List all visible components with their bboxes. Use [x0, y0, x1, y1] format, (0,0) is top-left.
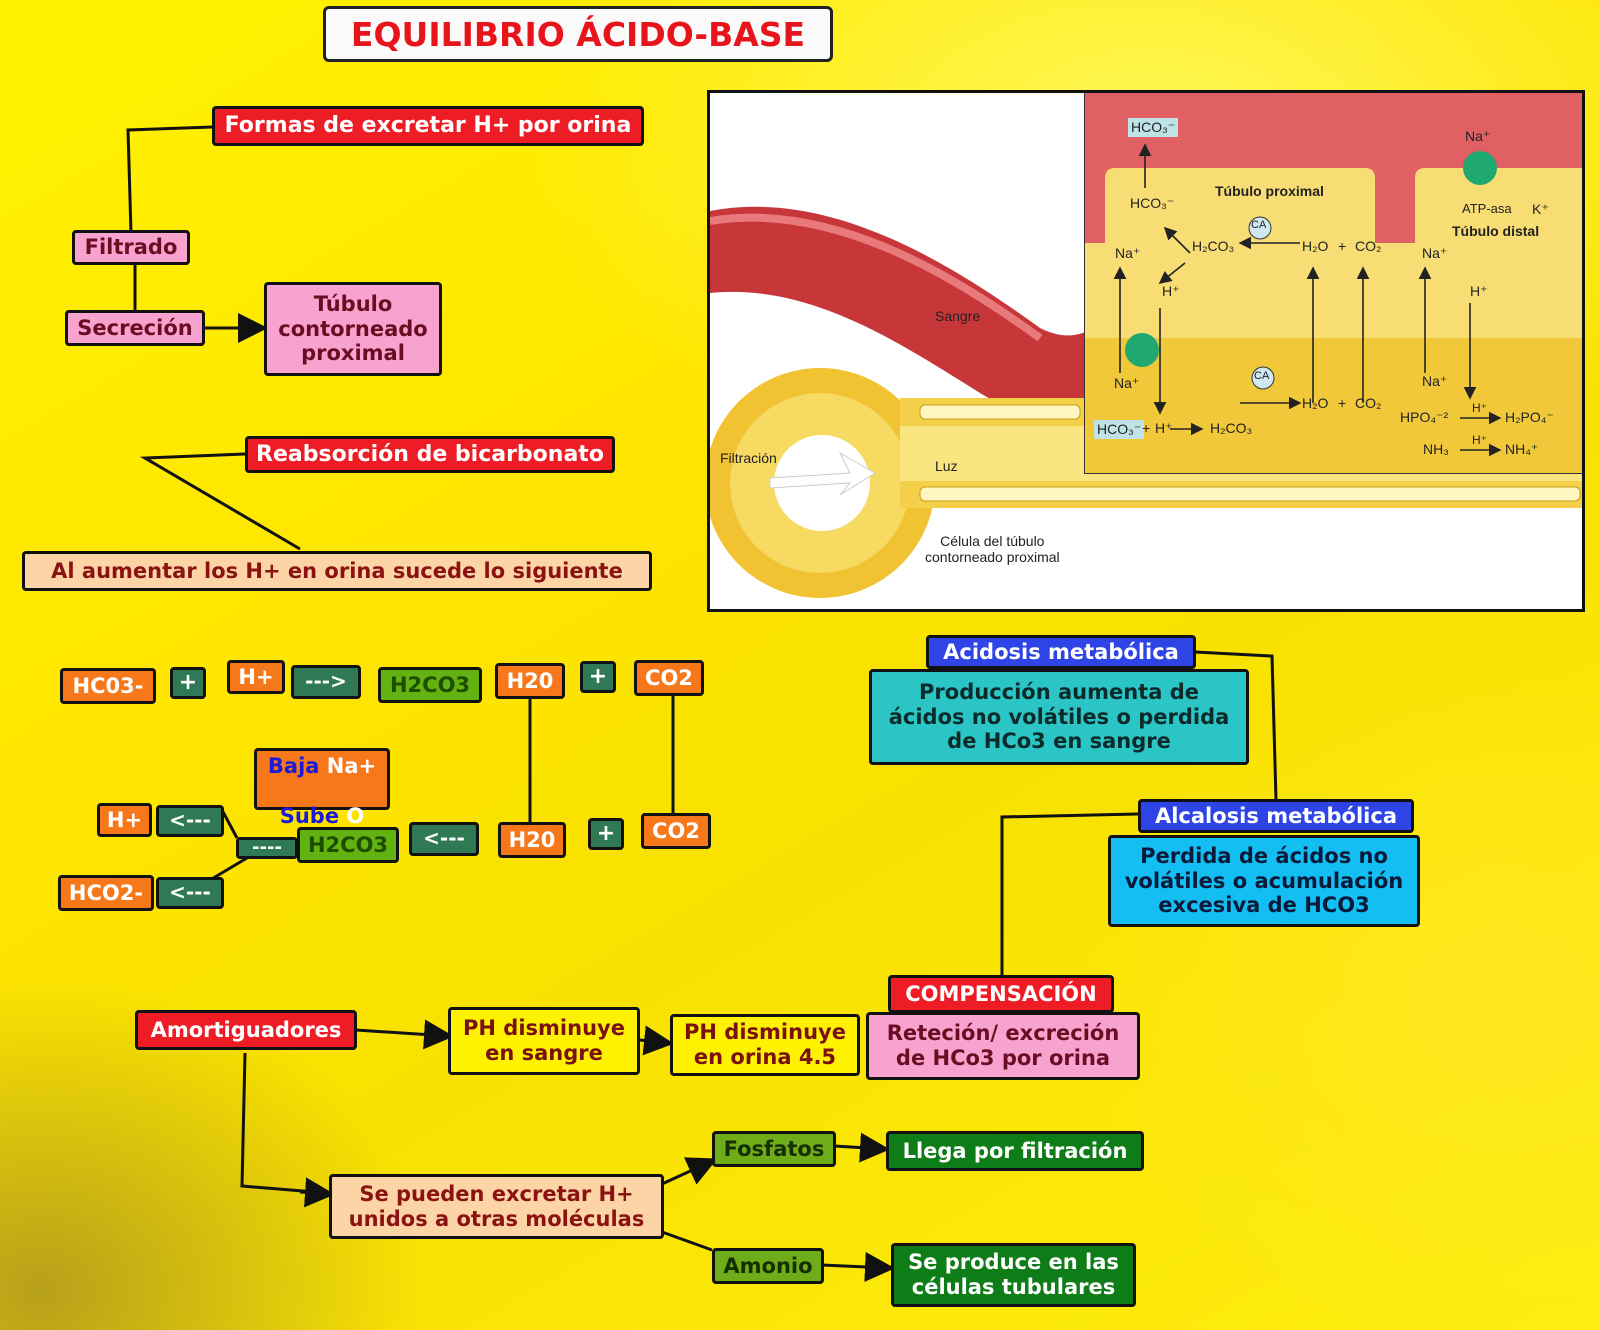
eq1-h2o: H20 [495, 663, 565, 699]
tubule-drawing [710, 93, 1582, 598]
eq1-arrow: ---> [291, 665, 361, 699]
filtration-arrow [769, 451, 876, 496]
hco3-cell-label: HCO₃⁻ [1130, 195, 1175, 211]
baja-word: Baja [267, 754, 320, 779]
tubulo-contorneado-box: Túbulo contorneado proximal [264, 282, 442, 376]
ph-orina-box: PH disminuye en orina 4.5 [670, 1014, 860, 1076]
co2-cell-label: CO₂ [1355, 238, 1382, 254]
plus-cell-label: + [1338, 238, 1347, 254]
reabsorcion-box: Reabsorción de bicarbonato [245, 436, 615, 473]
alcalosis-detail: Perdida de ácidos no volátiles o acumula… [1108, 835, 1420, 927]
eq2-h2co3: H2CO3 [297, 827, 399, 863]
acidosis-detail: Producción aumenta de ácidos no volátile… [869, 669, 1249, 765]
sube-word: Sube [279, 803, 340, 828]
h-distal-label: H⁺ [1470, 283, 1488, 299]
amortiguadores-box: Amortiguadores [135, 1010, 357, 1050]
baja-sube-box: Baja Na+ Sube O [254, 748, 390, 828]
na-distal-label: Na⁺ [1422, 245, 1448, 261]
baja-ion: Na+ [319, 754, 377, 779]
compensacion-title: COMPENSACIÓN [888, 975, 1114, 1013]
plus-lumen2-label: + [1338, 395, 1347, 411]
h-phosphate-label: H⁺ [1472, 401, 1487, 415]
h2co3-cell-label: H₂CO₃ [1192, 238, 1235, 254]
blood-vessel [710, 206, 1105, 416]
acidosis-title: Acidosis metabólica [926, 635, 1196, 669]
eq1-plus1: + [170, 667, 206, 699]
h-cell-label: H⁺ [1162, 283, 1180, 299]
h2o-cell-label: H₂O [1302, 238, 1329, 254]
eq2-dash: ---- [236, 837, 298, 859]
h2o-lumen-label: H₂O [1302, 395, 1329, 411]
na-distal-lumen-label: Na⁺ [1422, 373, 1448, 389]
h-ammonia-label: H⁺ [1472, 433, 1487, 447]
h2co3-lumen-label: H₂CO₃ [1210, 420, 1253, 436]
llega-filtracion-box: Llega por filtración [886, 1131, 1144, 1171]
co2-lumen-label: CO₂ [1355, 395, 1382, 411]
page-title: EQUILIBRIO ÁCIDO-BASE [323, 6, 833, 62]
compensacion-detail: Reteción/ excreción de HCo3 por orina [866, 1012, 1140, 1080]
hco3-top-label: HCO₃⁻ [1128, 118, 1179, 137]
eq2-arrow-top: <--- [156, 805, 224, 837]
luz-label: Luz [935, 458, 958, 474]
hpo4-label: HPO₄⁻² [1400, 409, 1449, 425]
ca-lumen-label: CA [1254, 370, 1270, 382]
eq2-plus: + [588, 818, 624, 850]
excretar-moleculas-box: Se pueden excretar H+ unidos a otras mol… [329, 1174, 664, 1239]
eq1-h2co3: H2CO3 [378, 667, 482, 703]
baja-line: Baja Na+ [268, 729, 376, 779]
na-cell-label: Na⁺ [1115, 245, 1141, 261]
na-pump-proximal [1125, 333, 1159, 367]
amonio-box: Amonio [712, 1248, 824, 1284]
sube-line: Sube O [280, 779, 365, 829]
tubulo-distal-label: Túbulo distal [1452, 223, 1540, 239]
secrecion-box: Secreción [65, 310, 205, 346]
ph-sangre-box: PH disminuye en sangre [448, 1007, 640, 1075]
filtracion-label: Filtración [720, 450, 777, 466]
h2po4-label: H₂PO₄⁻ [1505, 409, 1554, 425]
atpasa-label: ATP-asa [1462, 201, 1512, 216]
alcalosis-title: Alcalosis metabólica [1138, 799, 1414, 833]
k-distal-label: K⁺ [1532, 201, 1549, 217]
sangre-label: Sangre [935, 308, 981, 324]
kidney-tubule-illustration: Sangre Filtración Luz Célula del túbulo … [707, 90, 1585, 612]
na-distal-top-label: Na⁺ [1465, 128, 1491, 144]
plus-lumen-label: + [1142, 420, 1151, 436]
sube-ion: O [339, 803, 365, 828]
eq1-co2: CO2 [634, 660, 704, 696]
se-produce-box: Se produce en las células tubulares [891, 1243, 1136, 1307]
eq2-h2o: H20 [498, 822, 566, 858]
tubulo-proximal-label: Túbulo proximal [1215, 183, 1324, 199]
nh4-label: NH₄⁺ [1505, 441, 1539, 457]
eq2-arrow-bottom: <--- [156, 877, 224, 909]
filtrado-box: Filtrado [72, 230, 190, 265]
eq1-plus2: + [580, 661, 616, 693]
celula-label: Célula del túbulo contorneado proximal [925, 533, 1060, 565]
eq2-h: H+ [97, 803, 152, 837]
eq1-h: H+ [227, 660, 285, 694]
aumentar-h-box: Al aumentar los H+ en orina sucede lo si… [22, 551, 652, 591]
eq2-hco2: HCO2- [58, 875, 154, 911]
na-lumen-label: Na⁺ [1114, 375, 1140, 391]
eq1-hco3: HC03- [60, 668, 156, 704]
fosfatos-box: Fosfatos [712, 1131, 836, 1167]
h-lumen-label: H⁺ [1155, 420, 1173, 436]
na-k-atpase [1463, 151, 1497, 185]
ca-top-label: CA [1251, 219, 1267, 231]
eq2-arrow-mid: <--- [409, 822, 479, 856]
eq2-co2: CO2 [641, 813, 711, 849]
formas-excretar-box: Formas de excretar H+ por orina [212, 106, 644, 146]
nh3-label: NH₃ [1423, 441, 1449, 457]
hco3-lumen-label: HCO₃⁻ [1094, 420, 1145, 439]
